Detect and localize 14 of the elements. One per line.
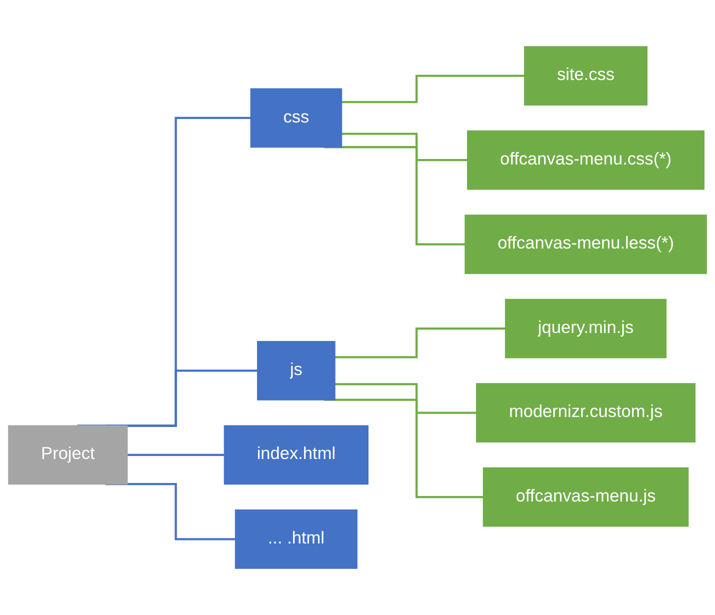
node-box: css: [250, 88, 342, 148]
node-box: offcanvas-menu.less(*): [464, 214, 707, 274]
node-box: ... .html: [234, 509, 358, 569]
node-box: modernizr.custom.js: [476, 383, 696, 442]
node-box: offcanvas-menu.css(*): [467, 130, 704, 190]
connector: [342, 132, 469, 162]
connector: [342, 74, 526, 104]
connector: [127, 454, 226, 456]
node-box: Project: [8, 425, 128, 485]
connector: [334, 383, 478, 414]
node-box: offcanvas-menu.js: [482, 467, 689, 527]
node-box: index.html: [224, 425, 369, 485]
node-box: site.css: [524, 46, 648, 106]
connector: [334, 327, 507, 358]
